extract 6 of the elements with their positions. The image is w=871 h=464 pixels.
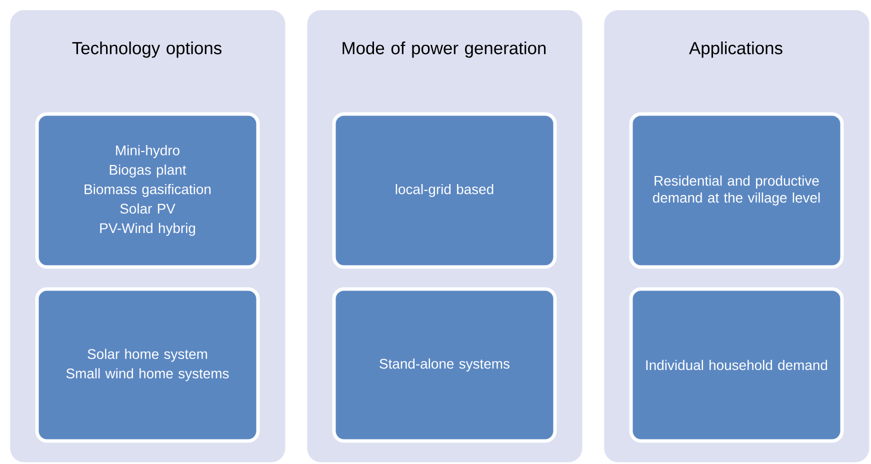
content-box: Mini-hydro Biogas plant Biomass gasification Solar PV PV-Wind hybrig <box>35 112 260 269</box>
content-box: Residential and productive demand at the village level <box>629 112 844 269</box>
content-box: Solar home system Small wind home systems <box>35 287 260 443</box>
content-box: local-grid based <box>332 112 557 269</box>
content-box: Stand-alone systems <box>332 287 557 443</box>
content-box: Individual household demand <box>629 287 844 443</box>
